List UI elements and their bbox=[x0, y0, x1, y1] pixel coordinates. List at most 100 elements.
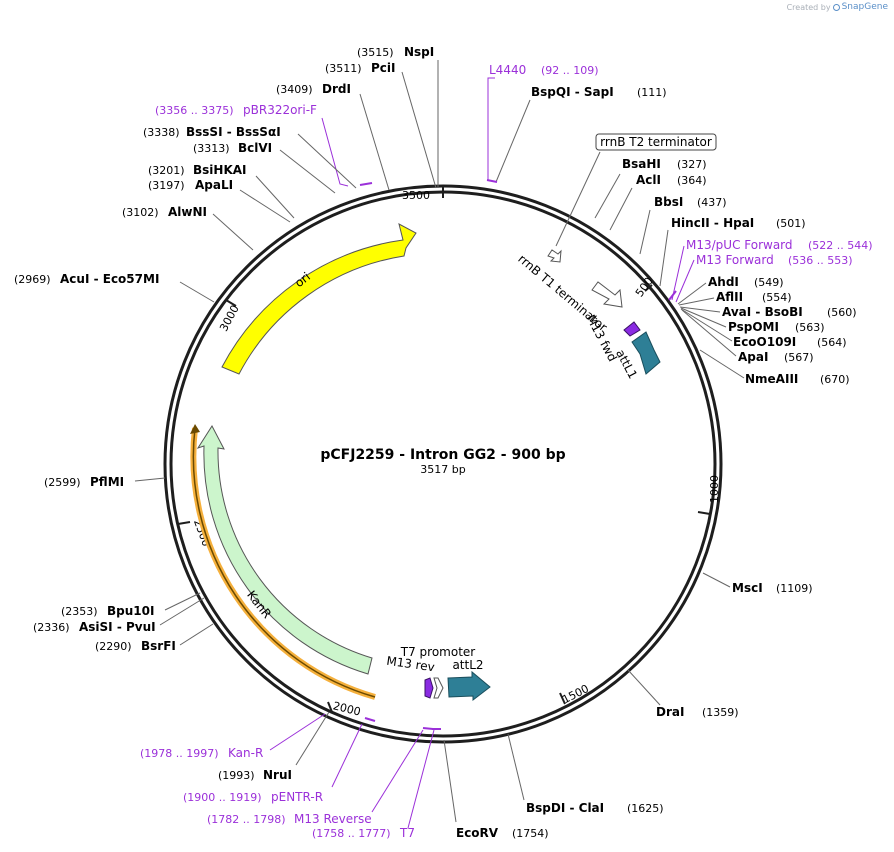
drai-num: (1359) bbox=[702, 706, 739, 719]
attl1-arrow[interactable] bbox=[631, 331, 661, 375]
bbsi-name[interactable]: BbsI bbox=[654, 195, 683, 209]
drai-name[interactable]: DraI bbox=[656, 705, 684, 719]
ecorv-leader bbox=[443, 739, 457, 823]
rrnb-t2-arrow[interactable] bbox=[547, 249, 562, 263]
bbsi-num: (437) bbox=[697, 196, 727, 209]
drdi-num: (3409) bbox=[276, 83, 313, 96]
ori-arrow[interactable] bbox=[221, 223, 417, 375]
pflmi-name[interactable]: PflMI bbox=[90, 475, 124, 489]
bsssi-num: (3338) bbox=[143, 126, 180, 139]
feature-attl2[interactable]: attL2 bbox=[447, 658, 491, 702]
bsssi-name[interactable]: BssSI - BssSαI bbox=[186, 125, 281, 139]
nmeaiii-num: (670) bbox=[820, 373, 850, 386]
avai-leader bbox=[679, 306, 721, 313]
apali-leader bbox=[239, 189, 291, 223]
eco0109i-num: (564) bbox=[817, 336, 847, 349]
plasmid-title: pCFJ2259 - Intron GG2 - 900 bp bbox=[320, 447, 565, 463]
feature-m13-rev[interactable]: M13 rev bbox=[386, 654, 436, 699]
tick-label-500: 500 bbox=[633, 275, 656, 300]
aflii-name[interactable]: AflII bbox=[716, 290, 743, 304]
bsihkai-name[interactable]: BsiHKAI bbox=[193, 163, 247, 177]
feature-kanr[interactable]: KanR bbox=[190, 424, 376, 700]
bsrfi-name[interactable]: BsrFI bbox=[141, 639, 176, 653]
tick-mark-2500 bbox=[177, 521, 191, 525]
m13fwdp-name[interactable]: M13 Forward bbox=[696, 253, 774, 267]
m13-rev-label: M13 rev bbox=[386, 654, 436, 675]
t7p-name[interactable]: T7 bbox=[399, 826, 415, 840]
hincii-leader bbox=[659, 229, 669, 287]
apali-name[interactable]: ApaLI bbox=[195, 178, 233, 192]
primer-marks bbox=[359, 179, 677, 730]
ecorv-name[interactable]: EcoRV bbox=[456, 826, 499, 840]
position-ticks bbox=[177, 186, 711, 713]
apai-name[interactable]: ApaI bbox=[738, 350, 768, 364]
bpu10i-num: (2353) bbox=[61, 605, 98, 618]
kanrp-name[interactable]: Kan-R bbox=[228, 746, 263, 760]
ecorv-num: (1754) bbox=[512, 827, 549, 840]
m13puc-mark bbox=[668, 290, 677, 301]
feature-rrnb-t2[interactable]: rrnB T2 terminator bbox=[547, 133, 717, 263]
nrui-leader bbox=[295, 711, 330, 766]
m13puc-leader bbox=[671, 245, 685, 301]
nrui-num: (1993) bbox=[218, 769, 255, 782]
alwni-name[interactable]: AlwNI bbox=[168, 205, 207, 219]
feature-t7-promoter[interactable]: T7 promoter bbox=[400, 645, 476, 699]
avai-name[interactable]: AvaI - BsoBI bbox=[722, 305, 803, 319]
eco0109i-name[interactable]: EcoO109I bbox=[733, 335, 796, 349]
msci-name[interactable]: MscI bbox=[732, 581, 763, 595]
acli-num: (364) bbox=[677, 174, 707, 187]
pbr322-name[interactable]: pBR322ori-F bbox=[243, 103, 317, 117]
kanrp-leader bbox=[269, 713, 326, 751]
rrnb-t1-arrow[interactable] bbox=[591, 281, 623, 308]
tick-mark-1000 bbox=[697, 511, 711, 515]
t7p-leader bbox=[407, 729, 435, 829]
pspomi-name[interactable]: PspOMI bbox=[728, 320, 779, 334]
bpu10i-name[interactable]: Bpu10I bbox=[107, 604, 154, 618]
t7-promoter-label: T7 promoter bbox=[400, 645, 476, 659]
nmeaiii-name[interactable]: NmeAIII bbox=[745, 372, 798, 386]
bclvi-name[interactable]: BclVI bbox=[238, 141, 272, 155]
m13-rev-arrow[interactable] bbox=[424, 677, 434, 699]
snapgene-credit: Created by SnapGene bbox=[787, 2, 888, 12]
m13fwdp-leader bbox=[675, 259, 695, 303]
asisi-name[interactable]: AsiSI - PvuI bbox=[79, 620, 156, 634]
m13puc-name[interactable]: M13/pUC Forward bbox=[686, 238, 793, 252]
pentr-mark bbox=[364, 717, 376, 722]
hincii-name[interactable]: HincII - HpaI bbox=[671, 216, 754, 230]
credit-brand: SnapGene bbox=[841, 2, 888, 12]
tick-label-1000: 1000 bbox=[708, 475, 721, 503]
bspdi-leader bbox=[507, 733, 525, 801]
acli-name[interactable]: AclI bbox=[636, 173, 661, 187]
pentr-leader bbox=[331, 723, 363, 788]
kanr-arrow[interactable] bbox=[196, 425, 373, 675]
pflmi-leader bbox=[134, 477, 166, 482]
l4440-num: (92 .. 109) bbox=[541, 64, 599, 77]
drdi-name[interactable]: DrdI bbox=[322, 82, 351, 96]
feature-ori[interactable]: ori bbox=[221, 223, 417, 375]
rrnb-t2-leader bbox=[555, 151, 601, 247]
alwni-num: (3102) bbox=[122, 206, 159, 219]
bspdi-name[interactable]: BspDI - ClaI bbox=[526, 801, 604, 815]
bspqi-num: (111) bbox=[637, 86, 667, 99]
attl2-arrow[interactable] bbox=[447, 670, 491, 702]
ahdi-name[interactable]: AhdI bbox=[708, 275, 739, 289]
pcii-name[interactable]: PciI bbox=[371, 61, 396, 75]
m13rev-name[interactable]: M13 Reverse bbox=[294, 812, 372, 826]
nrui-name[interactable]: NruI bbox=[263, 768, 292, 782]
feature-rrnb-t1[interactable]: rrnB T1 terminator bbox=[515, 252, 623, 335]
m13-fwd-arrow[interactable] bbox=[623, 321, 641, 337]
t7-promoter-arrow[interactable] bbox=[433, 677, 444, 699]
nspi-name[interactable]: NspI bbox=[404, 45, 434, 59]
apali-num: (3197) bbox=[148, 179, 185, 192]
tick-mark-3000 bbox=[225, 299, 237, 307]
tick-mark-500 bbox=[644, 284, 653, 292]
bspdi-num: (1625) bbox=[627, 802, 664, 815]
l4440-mark bbox=[486, 179, 498, 183]
tick-label-3500: 3500 bbox=[402, 189, 430, 202]
pentr-name[interactable]: pENTR-R bbox=[271, 790, 323, 804]
bspqi-name[interactable]: BspQI - SapI bbox=[531, 85, 614, 99]
bsrfi-leader bbox=[179, 623, 214, 646]
l4440-name[interactable]: L4440 bbox=[489, 63, 526, 77]
acui-name[interactable]: AcuI - Eco57MI bbox=[60, 272, 159, 286]
bsahi-name[interactable]: BsaHI bbox=[622, 157, 661, 171]
